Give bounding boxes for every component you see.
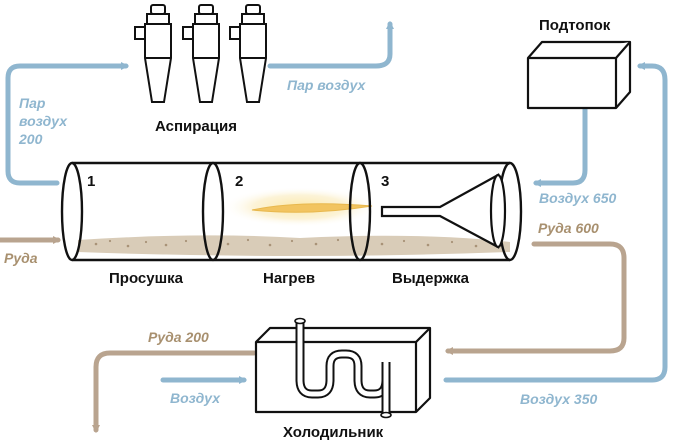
flow-steam-air-in xyxy=(5,62,129,186)
air-650-label: Воздух 650 xyxy=(539,190,616,206)
cyclone-separator-icon xyxy=(182,4,220,103)
furnace-box-icon xyxy=(526,40,632,110)
steam-air-in-label-line1: Пар xyxy=(19,95,46,111)
cyclone-separator-icon xyxy=(134,4,172,103)
rotary-kiln xyxy=(60,161,523,262)
flow-air-650 xyxy=(533,105,588,187)
heating-zone-label: Нагрев xyxy=(263,270,315,287)
steam-air-in-label-line3: 200 xyxy=(18,131,43,147)
flow-ore-200 xyxy=(92,350,257,433)
cooler-coil-icon xyxy=(254,317,432,419)
air-in-label: Воздух xyxy=(170,390,221,406)
ore-600-label: Руда 600 xyxy=(538,220,599,236)
drying-zone-label: Просушка xyxy=(109,270,184,287)
preheater-label: Подтопок xyxy=(539,17,611,34)
holding-zone-label: Выдержка xyxy=(392,270,470,287)
zone-number-3: 3 xyxy=(381,173,389,190)
flow-ore-600 xyxy=(445,241,627,355)
ore-in-label: Руда xyxy=(4,250,38,266)
zone-number-1: 1 xyxy=(87,173,95,190)
steam-air-out-label: Пар воздух xyxy=(287,77,367,93)
aspiration-label: Аспирация xyxy=(155,118,237,135)
flow-steam-air-out xyxy=(267,21,394,69)
burner-nozzle-icon xyxy=(380,173,507,249)
cooler-label: Холодильник xyxy=(283,424,384,441)
flame-core xyxy=(251,203,373,213)
flow-air-350 xyxy=(443,62,668,383)
ore-200-label: Руда 200 xyxy=(148,329,209,345)
ore-bed xyxy=(78,235,510,256)
zone-number-2: 2 xyxy=(235,173,243,190)
steam-air-in-label-line2: воздух xyxy=(19,113,68,129)
air-350-label: Воздух 350 xyxy=(520,391,597,407)
cyclone-separator-icon xyxy=(229,4,267,103)
